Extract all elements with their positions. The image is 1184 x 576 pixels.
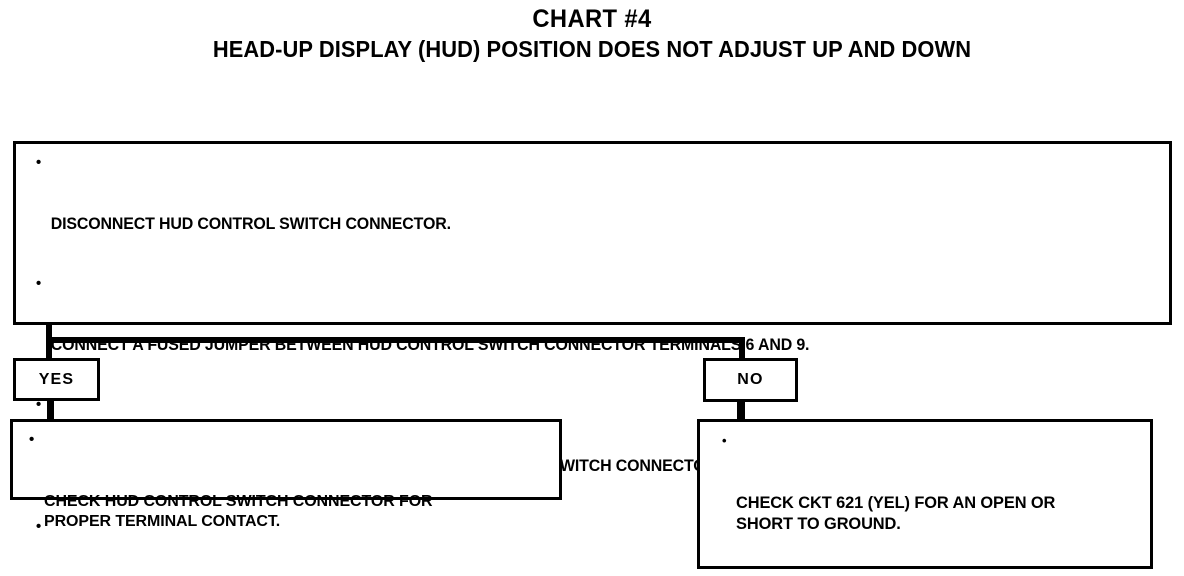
list-item: • CHECK CKT 621 (YEL) FOR AN OPEN OR SHO… <box>722 430 1144 576</box>
bullet-glyph: • <box>36 396 42 414</box>
bullet-glyph: • <box>36 275 42 293</box>
list-item: • CONNECT A FUSED JUMPER BETWEEN HUD CON… <box>36 274 1146 395</box>
yes-branch-label: YES <box>38 370 75 388</box>
bullet-glyph: • <box>29 574 34 576</box>
yes-outcome-box: • CHECK HUD CONTROL SWITCH CONNECTOR FOR… <box>10 419 562 576</box>
connector-no-to-outcome <box>737 400 745 419</box>
connector-main-stem <box>46 322 52 343</box>
no-outcome-box: • CHECK CKT 621 (YEL) FOR AN OPEN OR SHO… <box>697 419 1153 569</box>
bullet-glyph: • <box>29 431 35 448</box>
page-title: CHART #4 <box>532 5 652 33</box>
list-item: • DISCONNECT HUD CONTROL SWITCH CONNECTO… <box>36 153 1146 274</box>
no-branch-label: NO <box>737 371 764 388</box>
yes-branch-box: YES <box>13 358 100 401</box>
bullet-glyph: • <box>722 433 727 448</box>
test-step-box: • DISCONNECT HUD CONTROL SWITCH CONNECTO… <box>13 141 1172 535</box>
connector-horizontal-rail <box>46 337 745 343</box>
list-item: • IGNITION SWITCH: “ON.” <box>36 517 1146 576</box>
page-subtitle: HEAD-UP DISPLAY (HUD) POSITION DOES NOT … <box>212 36 972 62</box>
no-branch-box: NO <box>703 358 798 402</box>
bullet-glyph: • <box>36 517 42 535</box>
connector-yes-to-outcome <box>47 399 54 420</box>
yes-outcome-list: • CHECK HUD CONTROL SWITCH CONNECTOR FOR… <box>29 430 553 576</box>
connector-no-drop <box>739 337 745 359</box>
list-item-text: CHECK CKT 621 (YEL) FOR AN OPEN OR SHORT… <box>736 494 1056 533</box>
connector-yes-drop <box>46 337 52 360</box>
list-item-text: CHECK HUD CONTROL SWITCH CONNECTOR FOR P… <box>44 492 433 531</box>
list-item: • IF OK, REPLACE HUD CONTROL SWITCH. <box>29 574 553 576</box>
bullet-glyph: • <box>36 154 42 171</box>
list-item: • CHECK HUD CONTROL SWITCH CONNECTOR FOR… <box>29 430 553 574</box>
no-outcome-list: • CHECK CKT 621 (YEL) FOR AN OPEN OR SHO… <box>722 430 1144 576</box>
title-block: CHART #4 HEAD-UP DISPLAY (HUD) POSITION … <box>0 0 1184 64</box>
list-item-text: DISCONNECT HUD CONTROL SWITCH CONNECTOR. <box>50 214 451 233</box>
